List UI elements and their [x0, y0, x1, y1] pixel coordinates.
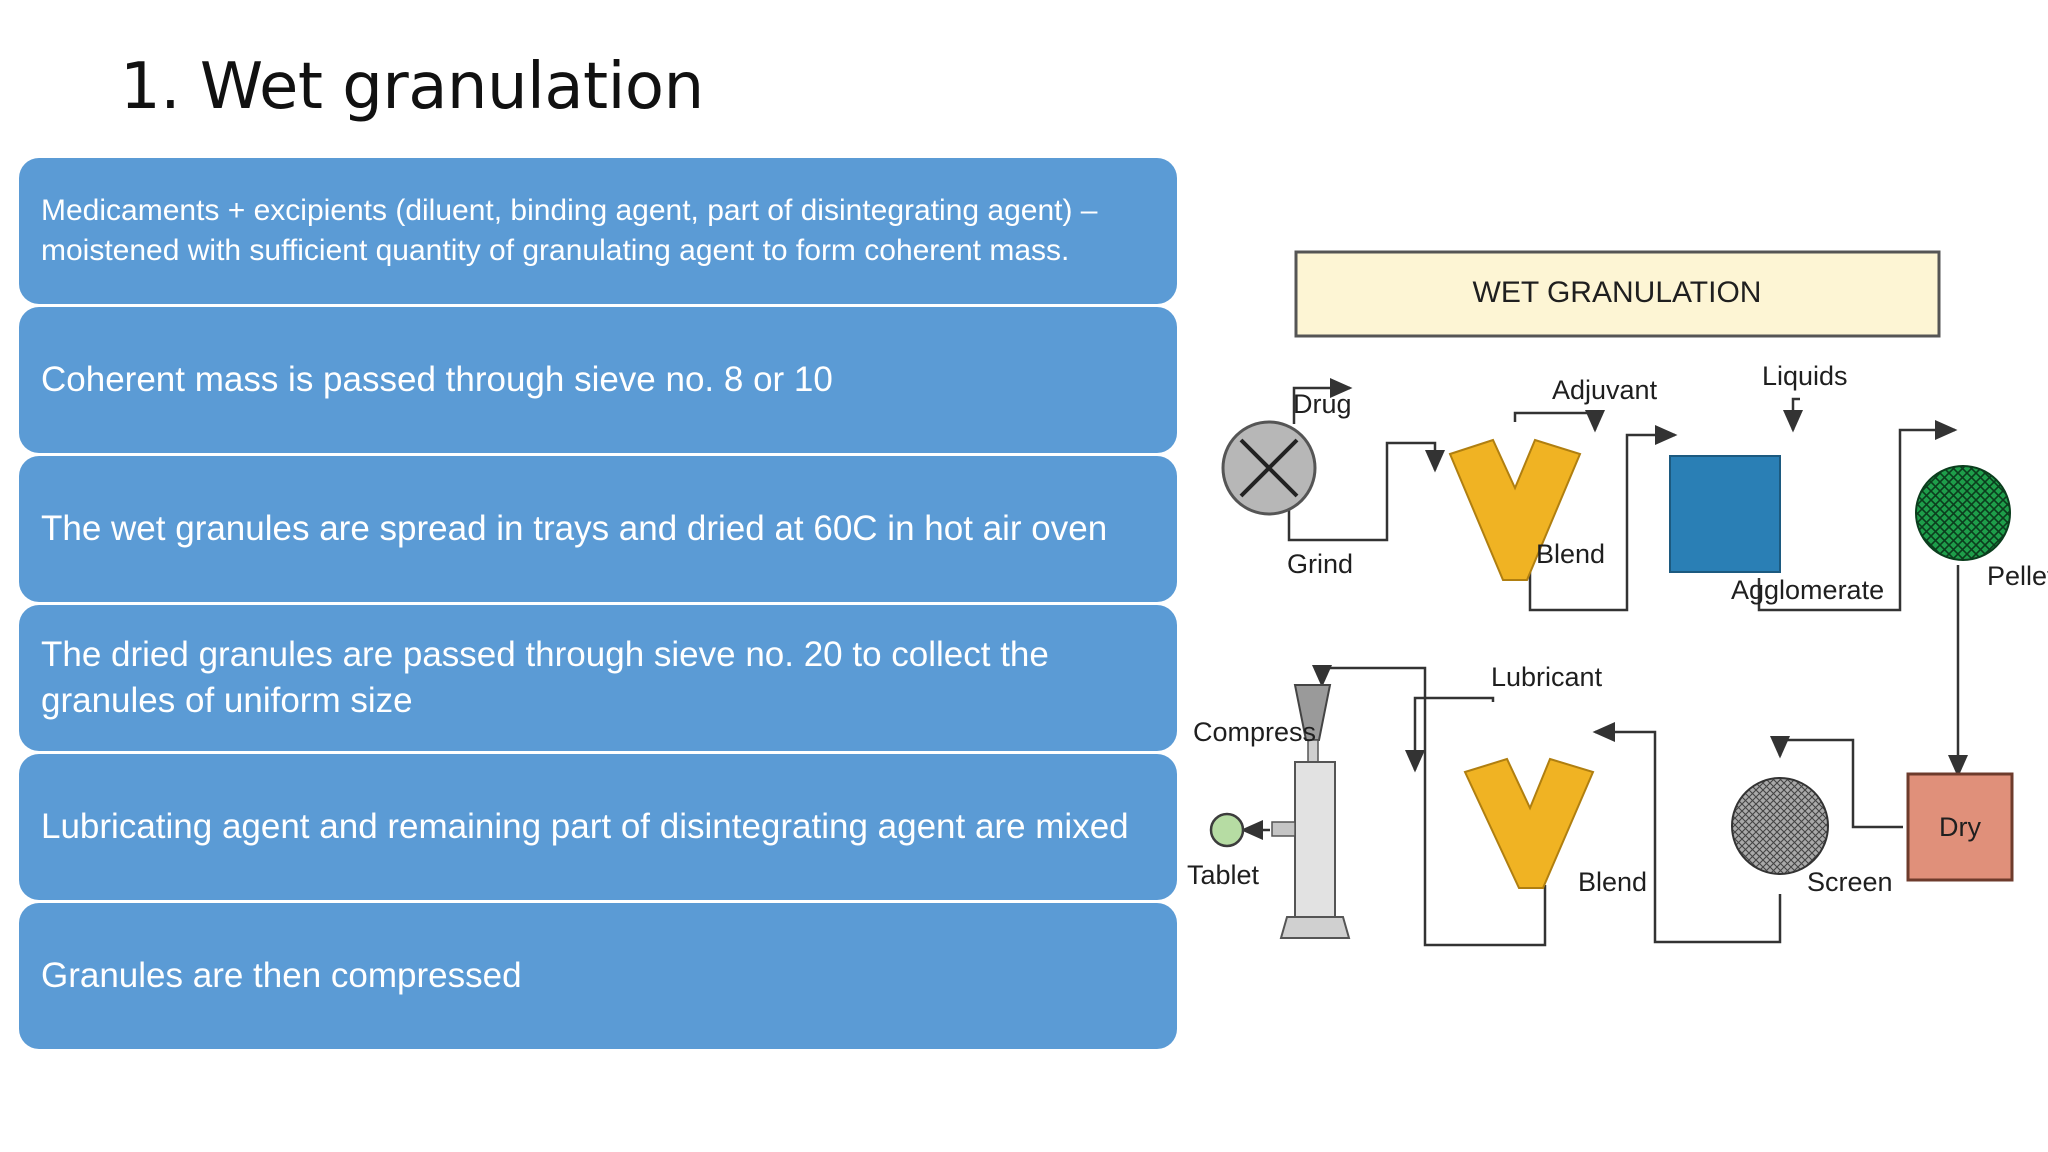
agglomerator-icon	[1669, 455, 1781, 573]
screen-icon	[1731, 777, 1829, 875]
label-adjuvant: Adjuvant	[1552, 375, 1658, 405]
label-blend-bottom: Blend	[1578, 867, 1647, 897]
label-grind: Grind	[1287, 549, 1353, 579]
label-pellet: Pellet	[1987, 561, 2048, 591]
diagram-title-box	[1294, 250, 1941, 338]
tablet-icon	[1209, 812, 1245, 848]
step-box: Granules are then compressed	[19, 903, 1177, 1049]
step-text: The dried granules are passed through si…	[41, 635, 1049, 720]
step-text: Medicaments + excipients (diluent, bindi…	[41, 194, 1098, 267]
blender-bottom-icon	[1463, 757, 1595, 889]
pellet-icon	[1915, 465, 2011, 561]
step-box: The wet granules are spread in trays and…	[19, 456, 1177, 602]
step-text: Lubricating agent and remaining part of …	[41, 807, 1129, 846]
slide-title: 1. Wet granulation	[120, 50, 704, 124]
step-text: The wet granules are spread in trays and…	[41, 509, 1108, 548]
label-agglomerate: Agglomerate	[1731, 575, 1884, 605]
grinder-icon	[1221, 420, 1317, 516]
blender-top-icon	[1448, 438, 1582, 581]
step-box: Coherent mass is passed through sieve no…	[19, 307, 1177, 453]
dryer-icon	[1906, 772, 2014, 882]
label-compress: Compress	[1193, 717, 1316, 747]
tablet-press-icon	[1271, 684, 1351, 939]
step-box: Medicaments + excipients (diluent, bindi…	[19, 158, 1177, 304]
wet-granulation-diagram: WET GRANULATION	[1175, 230, 2048, 990]
label-liquids: Liquids	[1762, 361, 1848, 391]
diagram-title: WET GRANULATION	[1473, 276, 1762, 309]
step-box: The dried granules are passed through si…	[19, 605, 1177, 751]
step-text: Coherent mass is passed through sieve no…	[41, 360, 833, 399]
label-tablet: Tablet	[1187, 860, 1260, 890]
label-blend-top: Blend	[1536, 539, 1605, 569]
step-box: Lubricating agent and remaining part of …	[19, 754, 1177, 900]
label-screen: Screen	[1807, 867, 1893, 897]
label-lubricant: Lubricant	[1491, 662, 1603, 692]
label-drug: Drug	[1293, 389, 1352, 419]
step-text: Granules are then compressed	[41, 956, 522, 995]
label-dry: Dry	[1939, 812, 1981, 842]
